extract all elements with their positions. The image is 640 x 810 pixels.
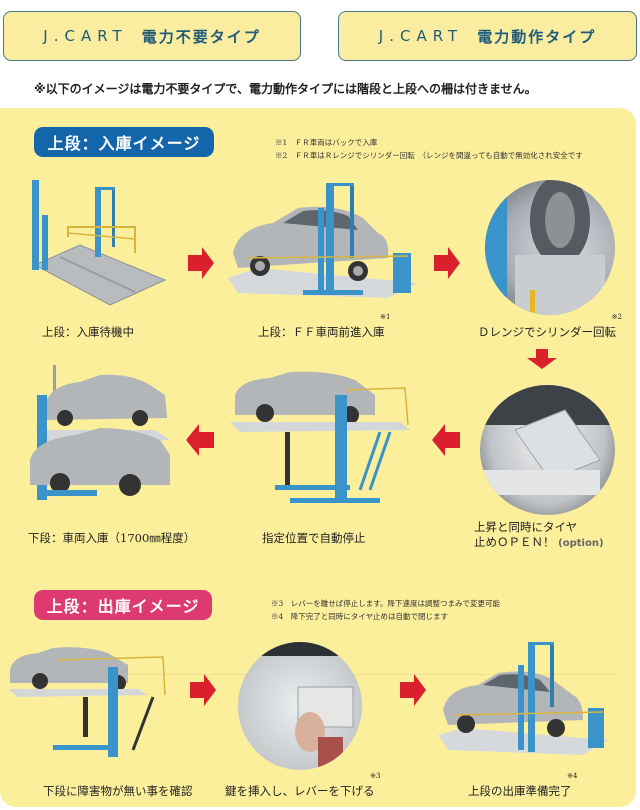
arrow-left-icon — [186, 424, 214, 456]
step-caption: 上昇と同時にタイヤ 止めＯＰＥＮ！ (option) — [474, 520, 604, 549]
step-caption: Ｄレンジでシリンダー回転 ※2 — [478, 313, 622, 339]
footnote-2: ※2 ＦＲ車はＲレンジでシリンダー回転 （レンジを間違っても自動で無効化され安全… — [275, 151, 583, 160]
check-obstacles-photo — [8, 647, 166, 757]
footnote-3: ※3 レバーを離せば停止します。降下速度は調整つまみで変更可能 — [271, 599, 501, 608]
auto-stop-photo — [230, 371, 410, 503]
step-caption: 上段：ＦＦ車両前進入庫 ※1 — [258, 313, 391, 339]
cylinder-detail-graphic — [485, 180, 605, 315]
arrow-right-icon — [190, 674, 216, 706]
tire-stop-closeup-photo — [480, 385, 615, 515]
header-note: ※以下のイメージは電力不要タイプで、電力動作タイプには階段と上段への柵は付きませ… — [34, 82, 537, 96]
footnote-1: ※1 ＦＲ車両はバックで入庫 — [275, 138, 378, 147]
tire-stop-graphic — [480, 385, 615, 495]
brand-label: J.CART — [378, 27, 464, 45]
arrow-down-icon — [527, 349, 557, 369]
type-button-no-power[interactable]: J.CART 電力不要タイプ — [3, 11, 301, 61]
option-label: (option) — [558, 538, 604, 549]
exit-footnotes: ※3 レバーを離せば停止します。降下速度は調整つまみで変更可能 ※4 降下完了と… — [271, 597, 500, 623]
step-caption: 下段：車両入庫（1700㎜程度） — [28, 531, 196, 545]
entry-footnotes: ※1 ＦＲ車両はバックで入庫 ※2 ＦＲ車はＲレンジでシリンダー回転 （レンジを… — [275, 136, 583, 162]
footnote-ref: ※1 — [380, 313, 391, 321]
cylinder-closeup-photo — [485, 180, 615, 315]
key-lever-graphic — [238, 642, 362, 770]
footnote-ref: ※3 — [370, 772, 381, 780]
arrow-left-icon — [432, 424, 460, 456]
step-caption: 上段の出庫準備完了 ※4 — [468, 772, 578, 798]
lift-waiting-photo — [32, 180, 167, 306]
two-level-parked-photo — [30, 365, 170, 500]
arrow-right-icon — [434, 247, 460, 279]
step-caption: 下段に障害物が無い事を確認 — [43, 784, 193, 798]
step-caption: 上段：入庫待機中 — [42, 325, 134, 339]
type-button-powered[interactable]: J.CART 電力動作タイプ — [338, 11, 637, 61]
entry-section-tag: 上段：入庫イメージ — [34, 127, 214, 157]
type-label: 電力動作タイプ — [477, 27, 597, 46]
exit-ready-photo — [438, 642, 608, 755]
step-caption: 指定位置で自動停止 — [262, 531, 366, 545]
type-label: 電力不要タイプ — [141, 27, 261, 46]
arrow-right-icon — [400, 674, 426, 706]
key-lever-closeup-photo — [238, 642, 362, 770]
exit-section-tag: 上段：出庫イメージ — [34, 590, 212, 620]
car-entering-photo — [228, 183, 418, 298]
footnote-ref: ※4 — [567, 772, 578, 780]
footnote-4: ※4 降下完了と同時にタイヤ止めは自動で閉じます — [271, 612, 449, 621]
step-caption: 鍵を挿入し、レバーを下げる ※3 — [225, 772, 381, 798]
footnote-ref: ※2 — [611, 313, 622, 321]
brand-label: J.CART — [43, 27, 128, 45]
arrow-right-icon — [188, 247, 214, 279]
